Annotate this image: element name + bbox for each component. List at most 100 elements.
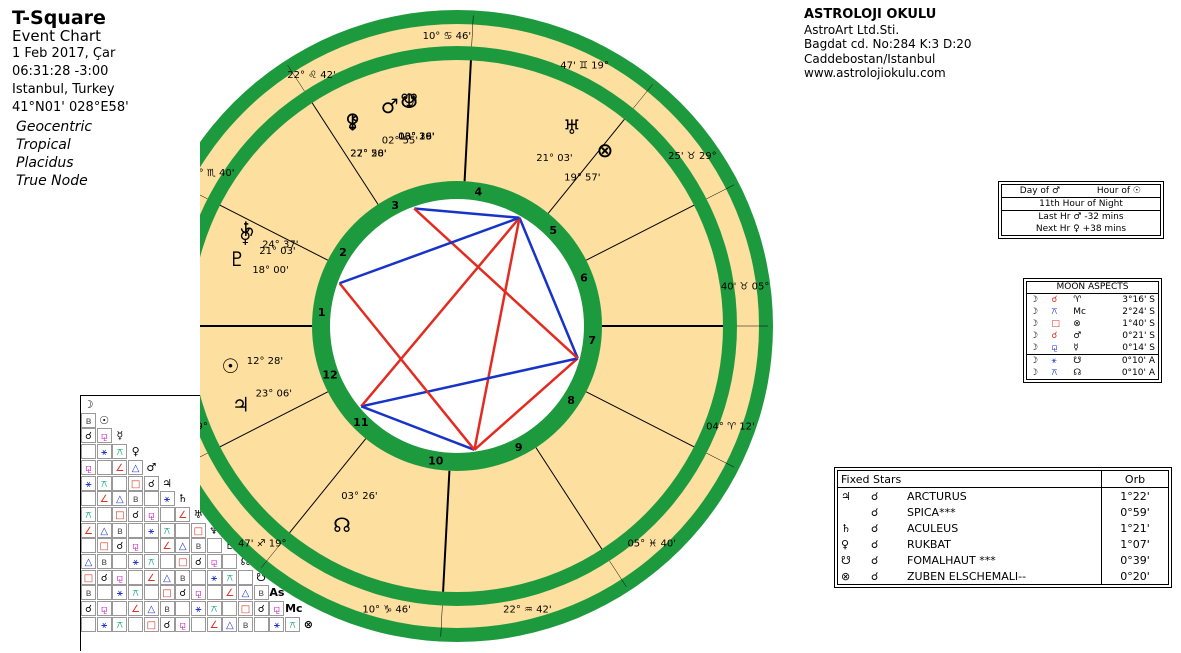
aspect-grid-label: ⊗ bbox=[303, 617, 313, 631]
aspect-line bbox=[473, 217, 521, 451]
moon-aspect-cell: ☽ bbox=[1030, 319, 1039, 329]
aspect-grid-cell bbox=[175, 601, 191, 617]
school-website[interactable]: www.astrolojiokulu.com bbox=[804, 66, 946, 80]
aspect-grid-cell: ☌ bbox=[190, 554, 206, 569]
moon-aspects-title: MOON ASPECTS bbox=[1027, 282, 1158, 294]
aspect-grid-cell: ʙ bbox=[128, 491, 144, 507]
aspect-grid-cell bbox=[96, 459, 112, 475]
aspect-grid-cell: □ bbox=[112, 506, 128, 522]
fixed-star-cell: ☌ bbox=[871, 521, 879, 535]
aspect-grid-label: ☊ bbox=[240, 555, 251, 568]
fixed-star-cell: ARCTURUS bbox=[907, 489, 967, 503]
next-hr-planet: ♀ bbox=[1073, 224, 1080, 234]
zodiac-cusp-label: 25' ♉ 29° bbox=[668, 151, 717, 162]
aspect-grid-cell: ☌ bbox=[96, 569, 112, 585]
sign-cusp-tick bbox=[261, 543, 281, 568]
aspect-grid-cell bbox=[222, 554, 238, 569]
hour-planet: ☉ bbox=[1132, 186, 1141, 196]
house-number: 9 bbox=[515, 441, 523, 454]
aspect-grid-cell: ʙ bbox=[81, 585, 96, 601]
moon-aspect-cell: ☽ bbox=[1030, 343, 1039, 353]
moon-aspect-cell: 0°21' S bbox=[1122, 331, 1155, 341]
house-cusp-line bbox=[219, 204, 329, 261]
fixed-star-cell: 0°20' bbox=[1101, 568, 1168, 584]
aspect-grid-cell: ☌ bbox=[159, 616, 175, 632]
sign-cusp-tick bbox=[200, 194, 208, 200]
aspect-grid-cell: ⚼ bbox=[96, 601, 112, 617]
moon-aspect-row: ☽□⊗1°40' S bbox=[1027, 318, 1158, 330]
aspect-grid-cell: ⚹ bbox=[96, 616, 112, 632]
aspect-grid-cell bbox=[159, 554, 175, 569]
zodiac-cusp-label: 22° ♒ 42' bbox=[503, 604, 552, 615]
fixed-star-row: ⊗☌ZUBEN ELSCHEMALI--0°20' bbox=[838, 568, 1168, 584]
planetary-hour-box: Day of ♂ Hour of ☉ 11th Hour of Night La… bbox=[998, 181, 1164, 239]
moon-aspect-cell: ☽ bbox=[1030, 307, 1039, 317]
fixed-star-cell: ☌ bbox=[871, 537, 879, 551]
moon-aspect-row: ☽⚻☊0°10' A bbox=[1027, 367, 1158, 379]
school-address: Bagdat cd. No:284 K:3 D:20 bbox=[804, 37, 972, 51]
fixed-star-cell: FOMALHAUT *** bbox=[907, 553, 996, 567]
aspect-grid-label: ♄ bbox=[177, 492, 188, 506]
planet-position: 18° 00' bbox=[252, 265, 288, 276]
aspect-grid-label: ☽ bbox=[83, 398, 94, 411]
house-number: 12 bbox=[322, 369, 337, 382]
sign-cusp-tick bbox=[609, 560, 627, 587]
zodiac-cusp-label: 47' ♊ 19° bbox=[560, 60, 609, 71]
sign-cusp-tick bbox=[706, 452, 735, 468]
planet-position: 03° 26' bbox=[398, 131, 434, 142]
aspect-line bbox=[338, 282, 476, 451]
aspect-grid-cell: ☌ bbox=[253, 601, 269, 617]
house-number: 11 bbox=[353, 416, 368, 429]
aspect-line bbox=[339, 216, 520, 285]
fixed-star-cell: ☌ bbox=[871, 569, 879, 583]
sign-cusp-tick bbox=[706, 184, 735, 200]
house-cusp-line bbox=[535, 447, 603, 550]
aspect-grid-cell: □ bbox=[175, 554, 191, 569]
sign-cusp-tick bbox=[440, 605, 443, 637]
aspect-grid-cell bbox=[143, 585, 159, 601]
planet-glyph: ♆ bbox=[400, 89, 418, 113]
planet-glyph: ☿ bbox=[239, 224, 251, 248]
aspect-grid-cell: △ bbox=[238, 585, 253, 601]
planet-position: 02° 55' bbox=[382, 136, 418, 147]
planet-position: 03° 16' bbox=[398, 131, 434, 142]
aspect-line bbox=[473, 357, 579, 451]
aspect-grid-cell: ∠ bbox=[206, 616, 222, 632]
house-number: 1 bbox=[318, 306, 326, 319]
house-number: 4 bbox=[474, 186, 482, 199]
aspect-grid-cell: ⚼ bbox=[269, 601, 285, 617]
aspect-grid-cell: △ bbox=[222, 616, 238, 632]
moon-aspect-cell: ☊ bbox=[1073, 368, 1082, 378]
aspect-grid-cell bbox=[128, 569, 144, 585]
aspect-grid-cell: ⚹ bbox=[128, 554, 144, 569]
aspect-grid-cell: ∠ bbox=[143, 569, 159, 585]
aspect-grid-label: As bbox=[269, 586, 285, 600]
aspect-grid-cell: ⚼ bbox=[175, 616, 191, 632]
aspect-grid-cell bbox=[190, 569, 206, 585]
school-company: AstroArt Ltd.Sti. bbox=[804, 22, 900, 37]
aspect-grid-cell: ⚹ bbox=[143, 522, 159, 538]
aspect-grid-cell bbox=[96, 585, 112, 601]
planet-position: 22° 20' bbox=[350, 148, 386, 159]
fixed-star-cell: SPICA*** bbox=[907, 505, 956, 519]
planet-position: 03° 26' bbox=[341, 491, 377, 502]
next-hr-value: +38 mins bbox=[1082, 224, 1127, 234]
fixed-star-cell: ☌ bbox=[871, 505, 879, 519]
aspect-grid-cell bbox=[112, 475, 128, 491]
aspect-grid-cell: ⚹ bbox=[206, 569, 222, 585]
fixed-star-cell: ☋ bbox=[841, 553, 851, 567]
aspect-grid-cell bbox=[96, 506, 112, 522]
aspect-grid-label: ♆ bbox=[209, 523, 220, 537]
planet-glyph: ♅ bbox=[563, 115, 581, 139]
moon-aspect-cell: ☌ bbox=[1051, 295, 1058, 305]
aspect-grid-label: ☿ bbox=[116, 429, 124, 443]
aspect-grid-cell: □ bbox=[128, 475, 144, 491]
aspect-grid-cell: ʙ bbox=[96, 554, 112, 569]
aspect-grid-cell: ⚼ bbox=[112, 569, 128, 585]
aspect-grid-cell: ⚹ bbox=[96, 444, 112, 460]
planet-position: 10° 39' bbox=[398, 131, 434, 142]
aspect-grid-cell bbox=[190, 616, 206, 632]
aspect-grid-cell bbox=[81, 538, 96, 554]
aspect-grid-label: ♇ bbox=[224, 539, 235, 553]
